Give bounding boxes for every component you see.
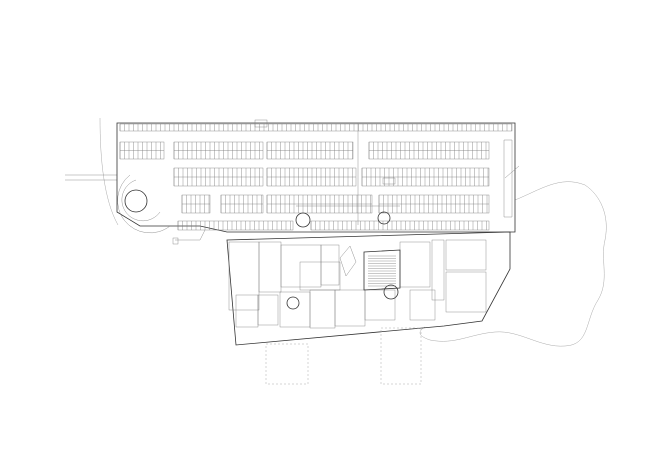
terrace-outlines — [265, 327, 422, 385]
room — [309, 289, 336, 329]
stair-cores — [286, 211, 399, 310]
room — [299, 261, 341, 291]
room — [445, 271, 487, 313]
parking-stalls — [119, 123, 513, 231]
room — [409, 289, 436, 321]
building-floor — [226, 231, 511, 346]
site-terrain-outline — [99, 117, 607, 347]
room — [334, 289, 366, 327]
parking-row — [310, 220, 490, 231]
room — [445, 239, 487, 271]
parking-row — [177, 220, 294, 231]
access-road — [65, 174, 206, 245]
room — [258, 241, 282, 293]
room — [431, 239, 445, 301]
room — [364, 289, 396, 321]
room — [320, 244, 340, 286]
roundabout-ramp — [117, 174, 171, 234]
room — [257, 294, 279, 326]
room — [228, 241, 260, 311]
room — [399, 241, 431, 288]
interior-rooms — [228, 239, 487, 329]
parking-garage — [116, 119, 520, 233]
room — [235, 294, 259, 328]
room — [280, 244, 322, 288]
parking-row — [119, 123, 513, 132]
